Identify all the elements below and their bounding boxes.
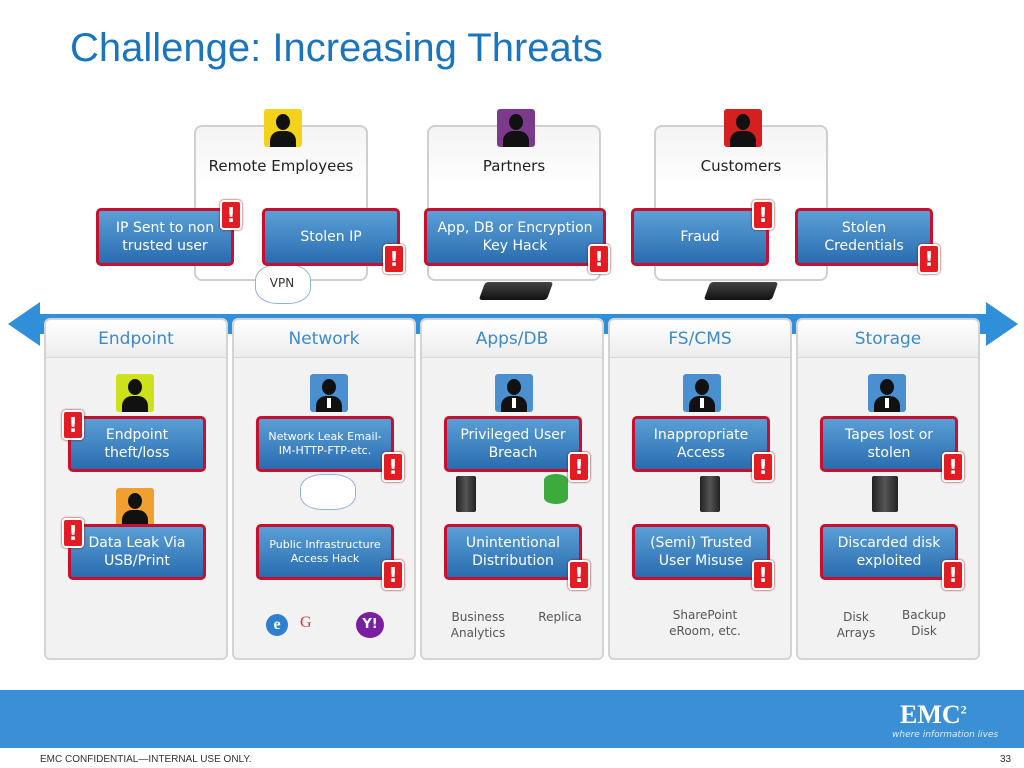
storage-user-icon: [868, 374, 906, 412]
fs-user-icon: [683, 374, 721, 412]
sharepoint-label: SharePoint eRoom, etc.: [669, 608, 741, 638]
switch-icon: [478, 282, 554, 300]
internet-explorer-icon: e: [266, 614, 288, 636]
alert-icon: !: [918, 244, 940, 274]
backup-disk-label: Backup Disk: [902, 608, 946, 638]
threat-app-db-hack: App, DB or Encryption Key Hack: [424, 208, 606, 266]
threat-ip-sent: IP Sent to non trusted user: [96, 208, 234, 266]
alert-icon: !: [383, 244, 405, 274]
threat-data-leak-usb: Data Leak Via USB/Print: [68, 524, 206, 580]
alert-icon: !: [942, 452, 964, 482]
switch-icon: [703, 282, 779, 300]
column-apps-db: Apps/DB: [420, 318, 604, 660]
column-header: Endpoint: [46, 320, 226, 358]
threat-discarded-disk: Discarded disk exploited: [820, 524, 958, 580]
group-purple-icon: [497, 109, 535, 147]
threat-endpoint-theft: Endpoint theft/loss: [68, 416, 206, 472]
threat-fraud: Fraud: [631, 208, 769, 266]
tape-library-icon: [872, 476, 898, 512]
logo-tagline: where information lives: [892, 730, 999, 740]
server-icon: [456, 476, 476, 512]
alert-icon: !: [382, 560, 404, 590]
yahoo-icon: Y!: [356, 612, 384, 638]
endpoint-user-icon: [116, 374, 154, 412]
alert-icon: !: [752, 200, 774, 230]
column-header: FS/CMS: [610, 320, 790, 358]
alert-icon: !: [588, 244, 610, 274]
threat-network-leak: Network Leak Email-IM-HTTP-FTP-etc.: [256, 416, 394, 472]
apps-user-icon: [495, 374, 533, 412]
column-header: Storage: [798, 320, 978, 358]
threat-stolen-credentials: Stolen Credentials: [795, 208, 933, 266]
business-analytics-label: Business Analytics: [450, 610, 506, 640]
group-red-icon: [724, 109, 762, 147]
alert-icon: !: [752, 452, 774, 482]
column-header: Network: [234, 320, 414, 358]
gmail-icon: G: [300, 614, 312, 631]
database-icon: [544, 474, 568, 504]
vpn-label: VPN: [269, 276, 295, 290]
footer-band: [0, 690, 1024, 748]
slide-title: Challenge: Increasing Threats: [70, 26, 603, 70]
emc-logo: EMC2: [900, 700, 967, 729]
confidential-notice: EMC CONFIDENTIAL—INTERNAL USE ONLY.: [40, 754, 252, 765]
alert-icon: !: [382, 452, 404, 482]
endpoint-group-icon: [116, 488, 154, 526]
column-header: Apps/DB: [422, 320, 602, 358]
threat-tapes-lost: Tapes lost or stolen: [820, 416, 958, 472]
threat-unintentional-distribution: Unintentional Distribution: [444, 524, 582, 580]
person-yellow-icon: [264, 109, 302, 147]
replica-label: Replica: [538, 610, 582, 624]
alert-icon: !: [752, 560, 774, 590]
server-icon: [700, 476, 720, 512]
network-user-icon: [310, 374, 348, 412]
threat-public-infrastructure: Public Infrastructure Access Hack: [256, 524, 394, 580]
page-number: 33: [1000, 754, 1012, 765]
threat-inappropriate-access: Inappropriate Access: [632, 416, 770, 472]
disk-arrays-label: Disk Arrays: [836, 610, 876, 640]
group-label: Customers: [700, 157, 782, 175]
alert-icon: !: [942, 560, 964, 590]
vpn-cloud-icon: [255, 264, 311, 304]
threat-privileged-user: Privileged User Breach: [444, 416, 582, 472]
cloud-icon: [300, 474, 356, 510]
alert-icon: !: [568, 560, 590, 590]
alert-icon: !: [568, 452, 590, 482]
threat-trusted-user-misuse: (Semi) Trusted User Misuse: [632, 524, 770, 580]
threat-stolen-ip: Stolen IP: [262, 208, 400, 266]
alert-icon: !: [62, 410, 84, 440]
group-label: Remote Employees: [208, 157, 354, 175]
alert-icon: !: [62, 518, 84, 548]
alert-icon: !: [220, 200, 242, 230]
group-label: Partners: [482, 157, 546, 175]
